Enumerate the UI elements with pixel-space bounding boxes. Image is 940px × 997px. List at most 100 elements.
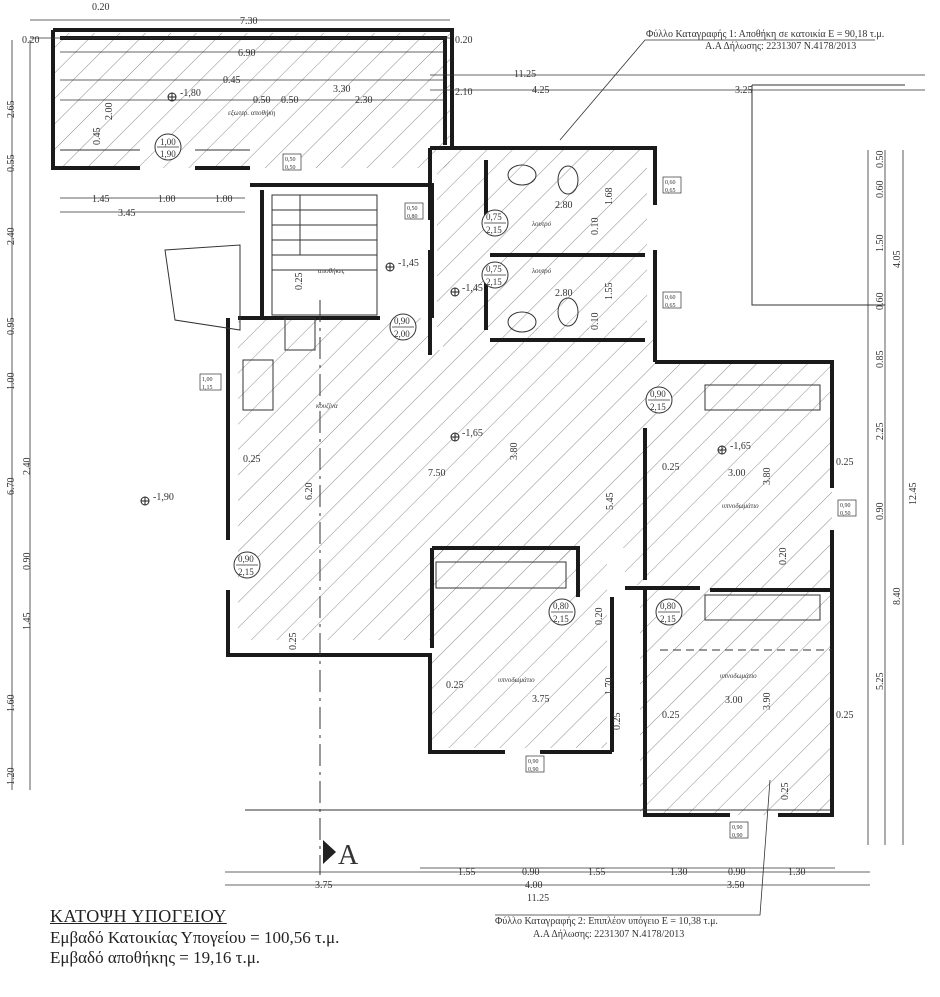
dim-label: 0.90: [522, 867, 540, 878]
opening-height: 2,15: [650, 402, 666, 412]
level-marker-icon: [140, 496, 150, 506]
dim-label: 2.30: [355, 95, 373, 106]
room-label-bedroom-bottom: υπνοδωμάτιο: [720, 672, 757, 680]
opening-tag: 0,50 0,50: [282, 153, 302, 171]
room-label-wc2: λουτρό: [531, 267, 552, 275]
opening-width: 1,00: [202, 377, 213, 383]
dim-label: 0.90: [728, 867, 746, 878]
dim-label: 0.90: [22, 553, 33, 571]
dim-label: 2.40: [22, 458, 33, 476]
dim-label: 1.30: [788, 867, 806, 878]
dim-label: 1.60: [6, 695, 17, 713]
dim-label: 3.80: [762, 468, 773, 486]
dim-label: 3.90: [762, 693, 773, 711]
dim-label: 4.00: [525, 880, 543, 891]
dimensions-top: 0.20 7.30 0.20 0.20 6.90 0.45 3.30 2.10 …: [22, 2, 753, 219]
dim-label: 3.30: [333, 84, 351, 95]
hatched-floor: [55, 33, 832, 815]
opening-width: 0,50: [407, 206, 418, 212]
dim-label: 1.20: [6, 768, 17, 786]
level-marker-icon: [450, 287, 460, 297]
dim-label: 0.85: [875, 351, 886, 369]
opening-height: 1,15: [202, 385, 213, 391]
opening-width: 0,80: [660, 601, 676, 611]
dim-label: 0.95: [6, 318, 17, 336]
level-value: -1,90: [153, 492, 174, 503]
dimensions-left: 2.65 0.55 2.40 0.95 1.00 2.40 6.70 0.90 …: [6, 101, 33, 786]
dim-label: 0.25: [836, 457, 854, 468]
opening-height: 0,90: [528, 767, 539, 773]
dim-label: 0.55: [6, 155, 17, 173]
dim-label: 11.25: [514, 69, 536, 80]
opening-tag: 1,001,90: [154, 133, 182, 161]
opening-height: 0,90: [732, 833, 743, 839]
dim-label: 0.25: [243, 454, 261, 465]
opening-width: 0,60: [665, 180, 676, 186]
opening-tag: 0,90 0,90: [525, 755, 545, 773]
dim-label: 0.25: [294, 273, 305, 291]
dimensions-right: 0.50 0.60 1.50 0.60 0.85 2.25 0.90 4.05 …: [875, 151, 919, 691]
dimensions-bottom: 1.55 0.90 1.55 1.30 0.90 1.30 3.75 4.00 …: [315, 867, 806, 904]
dim-label: 0.25: [662, 462, 680, 473]
dim-label: 0.60: [875, 293, 886, 311]
dim-label: 1.55: [604, 283, 615, 301]
level-marker-icon: [385, 262, 395, 272]
level-markers: -1,80 -1,45 -1,45 -1,65 -1,65 -1,90: [140, 88, 751, 506]
fixtures: [60, 84, 905, 875]
dim-label: 0.50: [281, 95, 299, 106]
dim-label: 0.25: [446, 680, 464, 691]
dim-label: 2.10: [455, 87, 473, 98]
opening-width: 0,90: [238, 554, 254, 564]
opening-tag: 0,802,15: [548, 598, 576, 626]
opening-width: 0,90: [732, 825, 743, 831]
opening-width: 0,90: [528, 759, 539, 765]
dim-label: 2.25: [875, 423, 886, 441]
opening-tags: 1,001,90 0,500,50 0,500,80 0,752,15 0,75…: [154, 133, 857, 839]
dim-label: 1.50: [875, 235, 886, 253]
dim-label: 4.25: [532, 85, 550, 96]
dim-label: 0.20: [778, 548, 789, 566]
dim-label: 0.25: [662, 710, 680, 721]
dim-label: 1.30: [670, 867, 688, 878]
dim-label: 6.70: [6, 478, 17, 496]
dim-label: 0.25: [780, 783, 791, 801]
opening-height: 2,15: [486, 225, 502, 235]
dim-label: 0.20: [594, 608, 605, 626]
opening-height: 1,90: [160, 149, 176, 159]
room-label-bedroom-mid: υπνοδωμάτιο: [498, 676, 535, 684]
dim-label: 0.45: [223, 75, 241, 86]
dim-label: 1.00: [215, 194, 233, 205]
dimension-lines: [11, 19, 925, 886]
dim-label: 2.80: [555, 200, 573, 211]
level-value: -1,45: [398, 258, 419, 269]
opening-height: 0,50: [285, 165, 296, 171]
opening-tag: 0,600,65: [662, 176, 682, 194]
section-arrow-icon: [323, 840, 336, 864]
area-storage: Εμβαδό αποθήκης = 19,16 τ.μ.: [50, 947, 261, 967]
dim-label: 12.45: [908, 483, 919, 506]
opening-tag: 0,802,15: [655, 598, 683, 626]
note-sheet2-decl: Α.Α Δήλωσης: 2231307 Ν.4178/2013: [533, 929, 684, 940]
opening-tag: 0,600,65: [662, 291, 682, 309]
dimensions-interior: 2.00 0.45 2.80 1.68 0.10 2.80 1.55 0.10 …: [92, 103, 854, 801]
opening-height: 2,15: [486, 277, 502, 287]
level-marker-icon: [717, 445, 727, 455]
dim-label: 3.45: [118, 208, 136, 219]
section-marker-label: A: [338, 840, 359, 871]
opening-width: 0,90: [394, 316, 410, 326]
dim-label: 1.55: [588, 867, 606, 878]
room-label-storage: αποθήκες: [318, 267, 345, 275]
dim-label: 3.00: [725, 695, 743, 706]
level-value: -1,65: [730, 441, 751, 452]
dim-label: 1.68: [604, 188, 615, 206]
dim-label: 1.55: [458, 867, 476, 878]
opening-height: 0,65: [665, 303, 676, 309]
dim-label: 0.50: [253, 95, 271, 106]
dim-label: 0.25: [836, 710, 854, 721]
dim-label: 3.75: [532, 694, 550, 705]
dim-label: 0.50: [875, 151, 886, 169]
opening-tag: 0,902,15: [645, 386, 673, 414]
opening-tag: 1,00 1,15: [199, 373, 222, 391]
opening-width: 0,50: [285, 157, 296, 163]
